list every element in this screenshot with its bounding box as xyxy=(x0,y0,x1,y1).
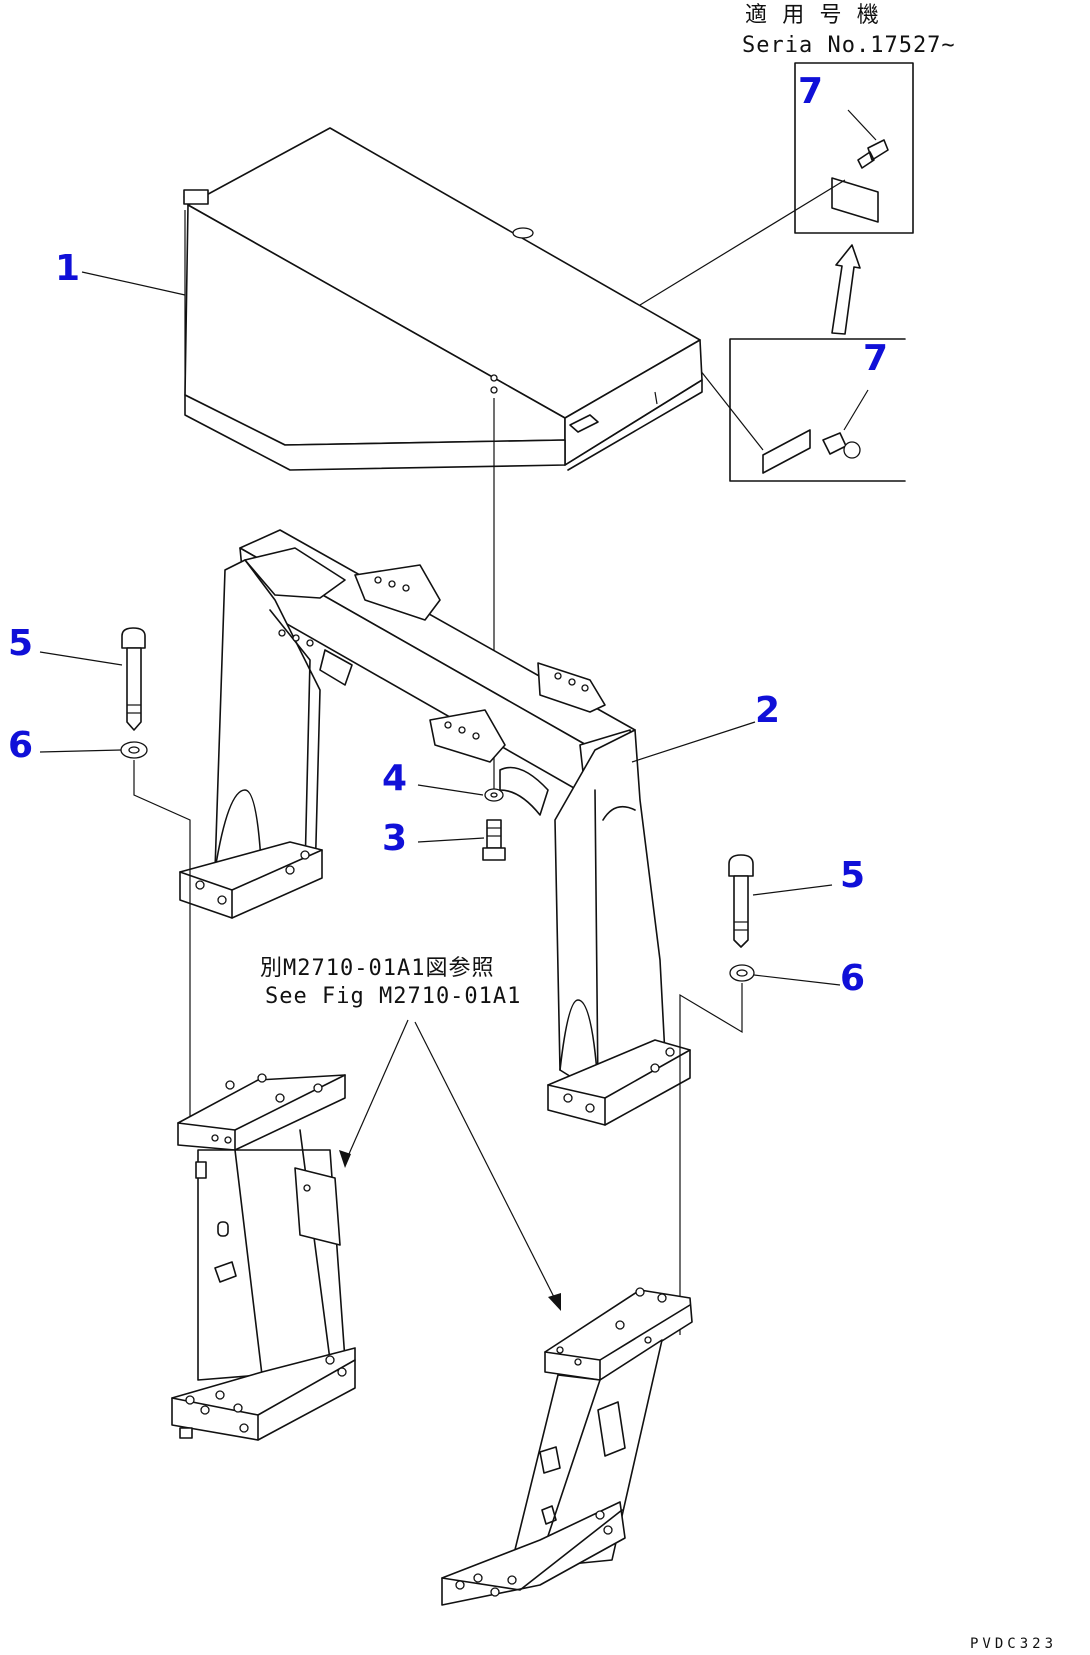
callout-4: 4 xyxy=(382,758,407,799)
callout-3: 3 xyxy=(382,818,407,859)
part-4-washer xyxy=(484,788,504,802)
reference-arrows xyxy=(339,1019,561,1311)
part-5-bolt-left xyxy=(121,627,146,731)
part-2-rops-frame xyxy=(179,529,691,1126)
drawing-code: PVDC323 xyxy=(970,1636,1057,1652)
reference-note-line2: See Fig M2710-01A1 xyxy=(265,984,521,1009)
part-5-bolt-right xyxy=(728,854,754,948)
callout-7-upper-detail: 7 xyxy=(798,71,823,112)
detail-box-upper xyxy=(639,62,914,306)
lower-right-post xyxy=(441,1287,693,1606)
callout-7-lower-detail: 7 xyxy=(863,338,888,379)
callout-6-left: 6 xyxy=(8,725,33,766)
part-6-washer-right xyxy=(729,964,755,982)
part-6-washer-left xyxy=(120,741,148,759)
callout-5-left: 5 xyxy=(8,623,33,664)
reference-note-line1: 別M2710-01A1図参照 xyxy=(260,956,494,981)
serial-note-line1: 適 用 号 機 xyxy=(745,3,880,28)
detail-box-lower xyxy=(699,338,906,482)
arrow-up-icon xyxy=(831,244,861,335)
callout-5-right: 5 xyxy=(840,855,865,896)
serial-note-line2: Seria No.17527~ xyxy=(742,33,956,58)
part-1-canopy xyxy=(183,127,703,471)
lower-left-post xyxy=(171,1073,356,1441)
callout-2: 2 xyxy=(755,690,780,731)
callout-6-right: 6 xyxy=(840,958,865,999)
part-3-bolt xyxy=(482,819,506,861)
callout-1: 1 xyxy=(55,248,80,289)
